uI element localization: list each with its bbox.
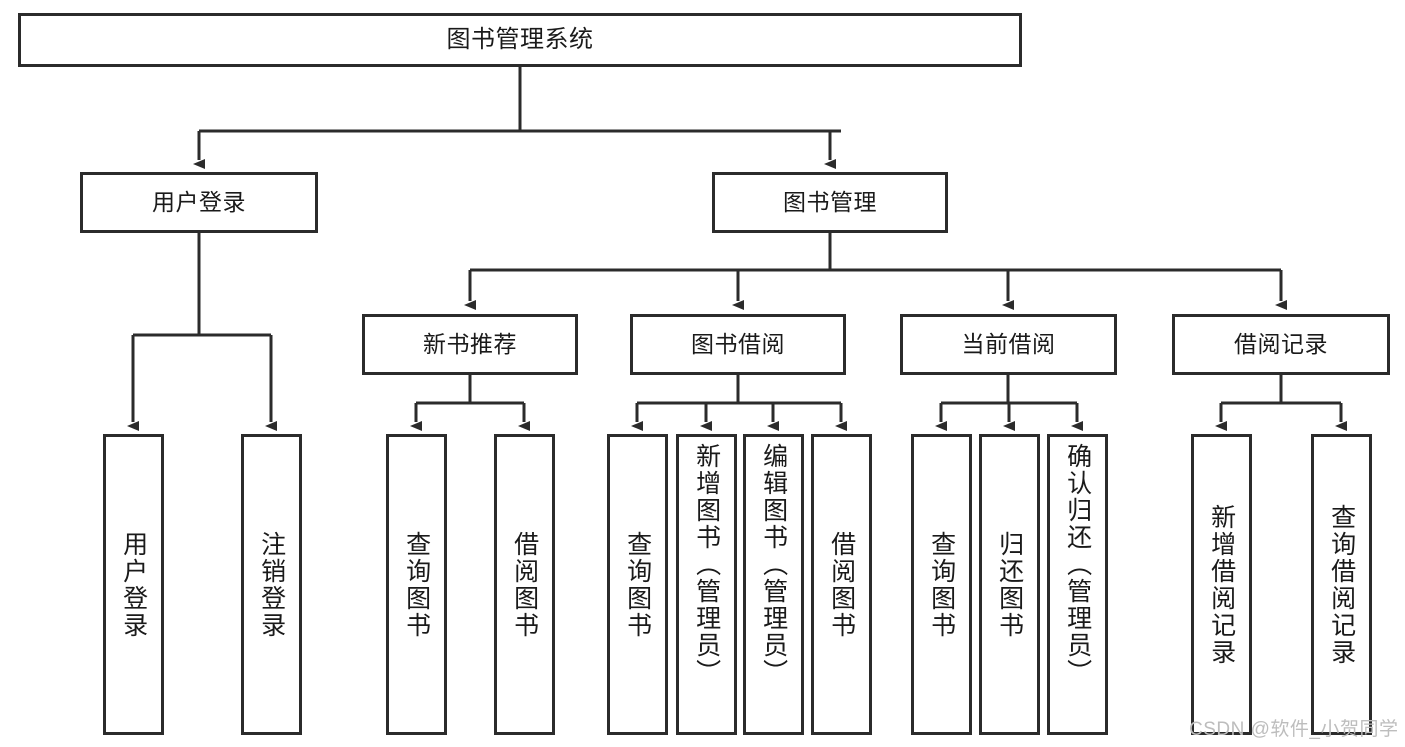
node-label: 图书借阅 — [691, 330, 785, 357]
leaf-query-book-a[interactable]: 查询图书 — [386, 434, 447, 735]
leaf-query-book-c[interactable]: 查询图书 — [911, 434, 972, 735]
leaf-logout[interactable]: 注销登录 — [241, 434, 302, 735]
node-label: 查询图书 — [623, 530, 652, 639]
node-book-management[interactable]: 图书管理 — [712, 172, 948, 233]
node-label: 新增借阅记录 — [1207, 503, 1236, 666]
node-label: 确认归还（管理员） — [1063, 443, 1092, 686]
node-label: 借阅记录 — [1234, 330, 1328, 357]
leaf-confirm-return-admin[interactable]: 确认归还（管理员） — [1047, 434, 1108, 735]
node-label: 借阅图书 — [510, 530, 539, 639]
leaf-borrow-book-a[interactable]: 借阅图书 — [494, 434, 555, 735]
leaf-return-book[interactable]: 归还图书 — [979, 434, 1040, 735]
node-new-book-recommendation[interactable]: 新书推荐 — [362, 314, 578, 375]
node-label: 查询图书 — [927, 530, 956, 639]
node-book-borrow[interactable]: 图书借阅 — [630, 314, 846, 375]
node-current-borrow[interactable]: 当前借阅 — [900, 314, 1117, 375]
node-label: 查询借阅记录 — [1327, 503, 1356, 666]
node-label: 借阅图书 — [827, 530, 856, 639]
leaf-borrow-book-b[interactable]: 借阅图书 — [811, 434, 872, 735]
node-label: 用户登录 — [119, 530, 148, 639]
node-label: 注销登录 — [257, 530, 286, 639]
node-user-login[interactable]: 用户登录 — [80, 172, 318, 233]
node-label: 图书管理系统 — [446, 25, 594, 53]
node-label: 用户登录 — [152, 188, 246, 215]
node-label: 图书管理 — [783, 188, 877, 215]
node-label: 查询图书 — [402, 530, 431, 639]
node-label: 归还图书 — [995, 530, 1024, 639]
node-label: 当前借阅 — [961, 330, 1056, 357]
node-borrow-record[interactable]: 借阅记录 — [1172, 314, 1390, 375]
node-label: 编辑图书（管理员） — [759, 443, 788, 686]
leaf-edit-book-admin[interactable]: 编辑图书（管理员） — [743, 434, 804, 735]
node-label: 新书推荐 — [423, 330, 517, 357]
node-label: 新增图书（管理员） — [692, 443, 721, 686]
node-root-system[interactable]: 图书管理系统 — [18, 13, 1022, 67]
leaf-query-borrow-record[interactable]: 查询借阅记录 — [1311, 434, 1372, 735]
leaf-add-borrow-record[interactable]: 新增借阅记录 — [1191, 434, 1252, 735]
leaf-add-book-admin[interactable]: 新增图书（管理员） — [676, 434, 737, 735]
leaf-user-login[interactable]: 用户登录 — [103, 434, 164, 735]
leaf-query-book-b[interactable]: 查询图书 — [607, 434, 668, 735]
